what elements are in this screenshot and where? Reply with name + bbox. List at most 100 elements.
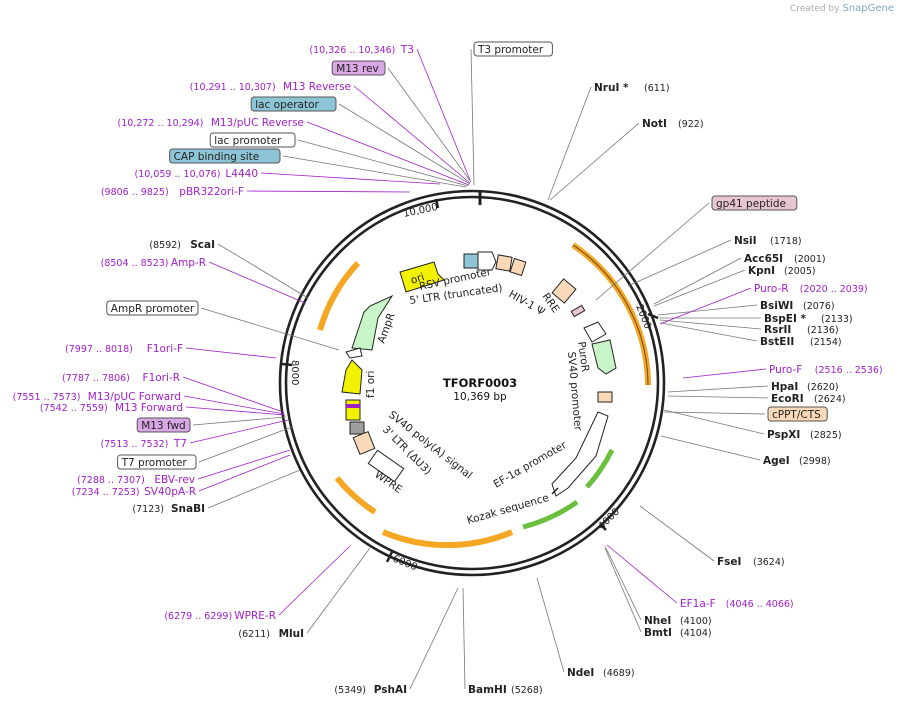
kozak-mark xyxy=(551,487,559,495)
leader-line xyxy=(246,190,411,193)
label-name: Amp-R xyxy=(171,257,206,269)
tag-box xyxy=(117,454,197,470)
label-name: PspXI xyxy=(767,429,800,441)
enzyme-label-bsiwi: (2076)BsiWI xyxy=(760,300,835,312)
leader-line xyxy=(682,368,767,379)
enzyme-label-mlui: (6211)MluI xyxy=(238,628,304,640)
label-name: MluI xyxy=(279,628,304,640)
leader-line xyxy=(306,121,470,186)
leader-line xyxy=(353,85,471,184)
primer-label-t7: (7513 .. 7532)T7 xyxy=(101,438,187,450)
label-name: NheI xyxy=(644,615,671,627)
leader-line xyxy=(182,376,284,413)
label-position: (5349) xyxy=(334,685,366,696)
tag-text: lac promoter xyxy=(214,135,282,147)
enzyme-label-hpai: (2620)HpaI xyxy=(771,381,839,393)
arc-green-2 xyxy=(522,499,579,530)
label-position: (10,291 .. 10,307) xyxy=(190,82,276,93)
feature-psi: HIV-1 Ψ xyxy=(507,288,547,318)
enzyme-label-snabi: (7123)SnaBI xyxy=(132,503,205,515)
feature-tag-cppt-cts: cPPT/CTS xyxy=(767,406,828,422)
label-position: (2624) xyxy=(814,394,846,405)
label-position: (7997 .. 8018) xyxy=(65,344,133,355)
label-position: (2005) xyxy=(784,266,816,277)
enzyme-label-scai: (8592)ScaI xyxy=(149,239,215,251)
leader-line xyxy=(470,48,475,186)
tag-text: T3 promoter xyxy=(477,44,544,56)
label-position: (10,326 .. 10,346) xyxy=(309,45,395,56)
label-position: (7288 .. 7307) xyxy=(77,475,145,486)
label-name: AgeI xyxy=(763,455,790,467)
enzyme-label-noti: (922)NotI xyxy=(642,118,704,130)
leader-line xyxy=(667,395,769,399)
enzyme-label-bsteii: (2154)BstEII xyxy=(760,336,842,348)
enzyme-label-bamhi: (5268)BamHI xyxy=(468,684,543,696)
label-position: (10,272 .. 10,294) xyxy=(118,118,204,129)
tag-text: M13 fwd xyxy=(141,420,186,432)
label-position: (2076) xyxy=(803,301,835,312)
label-name: pBR322ori-F xyxy=(179,186,244,198)
feature-tag-t7-promoter: T7 promoter xyxy=(117,454,197,470)
tag-text: CAP binding site xyxy=(174,151,260,163)
tag-text: cPPT/CTS xyxy=(772,409,821,421)
primer-label-m13-reverse: (10,291 .. 10,307)M13 Reverse xyxy=(190,81,351,93)
leader-line xyxy=(639,505,715,562)
arc-left-orange xyxy=(334,476,377,515)
label-name: PshAI xyxy=(374,684,407,696)
tag-box xyxy=(331,60,386,76)
lac-stripe xyxy=(346,404,360,408)
label-name: F1ori-R xyxy=(143,372,180,384)
leader-line xyxy=(627,239,732,287)
label-position: (1718) xyxy=(770,236,802,247)
leader-line xyxy=(660,435,761,461)
tick-label: 8000 xyxy=(289,360,300,385)
tag-box xyxy=(106,300,199,316)
leader-line xyxy=(278,545,351,616)
ori-arrow xyxy=(399,261,445,293)
enzyme-label-bspei-: (2133)BspEI * xyxy=(764,313,853,325)
leader-line xyxy=(667,385,769,393)
label-position: (611) xyxy=(644,83,670,94)
leader-line xyxy=(189,419,289,444)
primer-label-amp-r: (8504 .. 8523)Amp-R xyxy=(101,257,206,269)
rre-box xyxy=(551,278,577,304)
ampr-promoter-mark xyxy=(345,347,363,359)
label-position: (10,059 .. 10,076) xyxy=(135,169,221,180)
arc-green-1 xyxy=(585,448,615,489)
label-position: (7787 .. 7806) xyxy=(62,373,130,384)
label-name: Puro-F xyxy=(769,364,802,376)
label-name: Puro-R xyxy=(754,283,789,295)
feature-tag-m13-rev: M13 rev xyxy=(331,60,386,76)
leader-line xyxy=(260,172,441,185)
psi-box xyxy=(509,257,527,277)
label-name: M13/pUC Forward xyxy=(88,391,181,403)
ef1a-arrow xyxy=(551,411,609,497)
label-position: (7513 .. 7532) xyxy=(101,439,169,450)
tag-text: gp41 peptide xyxy=(716,198,786,210)
primer-label-ebv-rev: (7288 .. 7307)EBV-rev xyxy=(77,474,195,486)
feature-tag-cap-binding-site: CAP binding site xyxy=(169,148,281,164)
f1-ori-arrow xyxy=(341,359,363,395)
label-position: (7234 .. 7253) xyxy=(72,487,140,498)
label-name: EF1a-F xyxy=(680,598,716,610)
primer-label-m13-puc-forward: (7551 .. 7573)M13/pUC Forward xyxy=(13,391,181,403)
leader-line xyxy=(217,243,309,299)
gp41-mark xyxy=(570,304,586,318)
label-position: (4104) xyxy=(680,628,712,639)
leader-line xyxy=(409,587,459,690)
label-name: M13/pUC Reverse xyxy=(211,117,304,129)
feature-ori: ori xyxy=(409,271,426,287)
label-position: (7123) xyxy=(132,504,164,515)
arc-amp-orange xyxy=(317,260,361,331)
feature-tag-ampr-promoter: AmpR promoter xyxy=(106,300,199,316)
feature-puror: PuroR xyxy=(575,341,591,373)
tag-box xyxy=(473,41,553,57)
leader-line xyxy=(338,103,471,185)
feature-tag-lac-operator: lac operator xyxy=(250,96,337,112)
feature-tag-m13-fwd: M13 fwd xyxy=(136,417,191,433)
label-name: NotI xyxy=(642,118,667,130)
wpre-box xyxy=(367,449,405,483)
tag-box xyxy=(136,417,191,433)
enzyme-label-ndei: (4689)NdeI xyxy=(567,667,635,679)
tag-text: lac operator xyxy=(255,99,319,111)
